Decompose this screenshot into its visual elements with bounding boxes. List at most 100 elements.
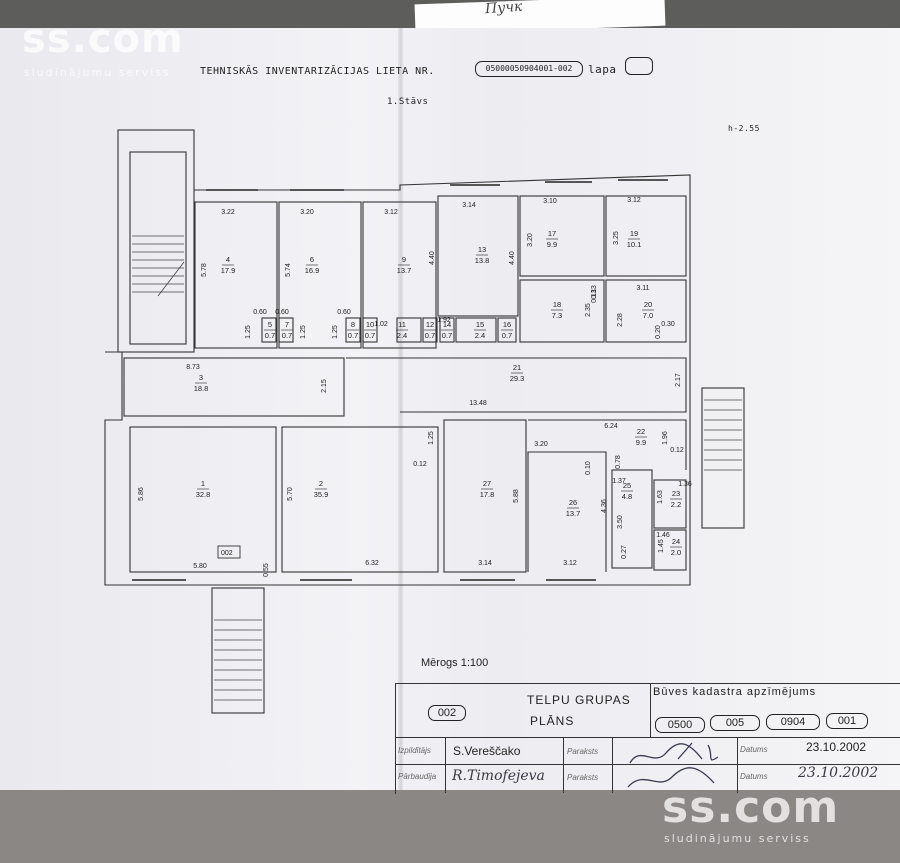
dimension-label: 2.28 [617,313,624,327]
plan-walls [104,129,745,714]
dimension-label: 1.46 [656,532,670,539]
datums-label-2: Datums [740,772,768,781]
dimension-label: 1.25 [300,325,307,339]
room-number: 8 [351,320,355,329]
dimension-label: 2.17 [675,373,682,387]
room-area: 9.9 [547,240,557,249]
dimension-label: 13.48 [469,400,487,407]
dimension-label: 3.20 [534,441,548,448]
room-number: 21 [513,363,521,372]
dimension-label: 2.35 [585,303,592,317]
room-number: 13 [478,245,486,254]
dimension-label: 1.45 [658,539,665,553]
room-area: 35.9 [314,490,329,499]
room-area: 10.1 [627,240,642,249]
room-area: 0.7 [425,331,435,340]
room-area: 0.7 [442,331,452,340]
dimension-label: 6.32 [365,560,379,567]
room-area: 0.7 [365,331,375,340]
room-area: 4.8 [622,492,632,501]
outer-wall [104,174,691,586]
tb-line [650,683,651,737]
dimension-label: 2.15 [321,379,328,393]
dimension-label: 1.63 [657,490,664,504]
dimension-label: 0.78 [615,455,622,469]
watermark-brand-bottom: ss.com [662,782,840,833]
room-area: 0.7 [348,331,358,340]
room-number: 3 [199,373,203,382]
dimension-label: 1.25 [245,325,252,339]
cadastre-label: Būves kadastra apzīmējums [653,686,817,698]
room-area: 13.7 [566,509,581,518]
room-number: 6 [310,255,314,264]
dimension-label: 0.55 [263,563,270,577]
room-number: 16 [503,320,511,329]
room-area: 2.4 [475,331,485,340]
room-area: 29.3 [510,374,525,383]
room-number: 7 [285,320,289,329]
datums-label-1: Datums [740,745,768,754]
dimension-label: 3.25 [613,231,620,245]
izpilditajs-label: Izpildītājs [398,746,431,755]
dimension-label: 3.14 [478,560,492,567]
floor-plan-sheet [0,28,900,798]
dimension-label: 1.37 [612,478,626,485]
dimension-label: 0.60 [253,309,267,316]
dimension-label: 3.20 [300,209,314,216]
case-number: 05000050904001-002 [475,61,583,77]
room-number: 12 [426,320,434,329]
room-number: 23 [672,489,680,498]
room-area: 17.9 [221,266,236,275]
dimension-label: 5.80 [193,563,207,570]
room-area: 32.8 [196,490,211,499]
dimension-label: 5.74 [285,263,292,277]
paraksts-label-2: Paraksts [567,773,599,782]
dimension-label: 1.96 [662,431,669,445]
stair-tower-inner [129,151,187,345]
dimension-label: 5.70 [287,487,294,501]
room-area: 7.3 [552,311,562,320]
tb-line [395,737,900,738]
dimension-label: 1.92 [437,317,451,324]
floor-label: 1.Stāvs [387,97,429,107]
room-number: 14 [443,320,451,329]
dimension-label: 3.22 [221,209,235,216]
paraksts-label-1: Paraksts [567,747,599,756]
stair-tower-wall [117,129,195,353]
lapa-box [625,57,653,75]
height-label: h-2.55 [728,124,760,133]
dimension-label: 0.20 [655,325,662,339]
paper-fold [398,28,404,798]
dimension-label: 5.78 [201,263,208,277]
room-number: 5 [268,320,272,329]
room-number: 2 [319,479,323,488]
tb-line [737,737,738,793]
room-number: 27 [483,479,491,488]
room-number: 1 [201,479,205,488]
room-area: 17.8 [480,490,495,499]
room-number: 4 [226,255,230,264]
dimension-label: 3.20 [527,233,534,247]
signature-scribbles [627,742,719,788]
dimension-label: 5.86 [138,487,145,501]
dimension-label: 4.40 [509,251,516,265]
dimension-label: 0.13 [591,289,598,303]
room-number: 10 [366,320,374,329]
room-area: 13.8 [475,256,490,265]
dimension-label: 3.12 [384,209,398,216]
izpilditajs-name: S.Vereščako [453,744,521,758]
parbaudija-label: Pārbaudīja [398,772,437,781]
cadastre-code-4: 001 [826,713,868,729]
watermark-brand-top: ss.com [22,16,184,62]
room-area: 13.7 [397,266,412,275]
room-area: 0.7 [502,331,512,340]
date-1: 23.10.2002 [806,740,867,754]
room-area: 16.9 [305,266,320,275]
cadastre-code-1: 0500 [655,717,705,733]
room-number: 20 [644,300,652,309]
dimension-label: 3.12 [627,197,641,204]
tb-line [612,737,613,793]
cadastre-code-2: 005 [710,715,760,731]
dimension-label: 0.60 [275,309,289,316]
